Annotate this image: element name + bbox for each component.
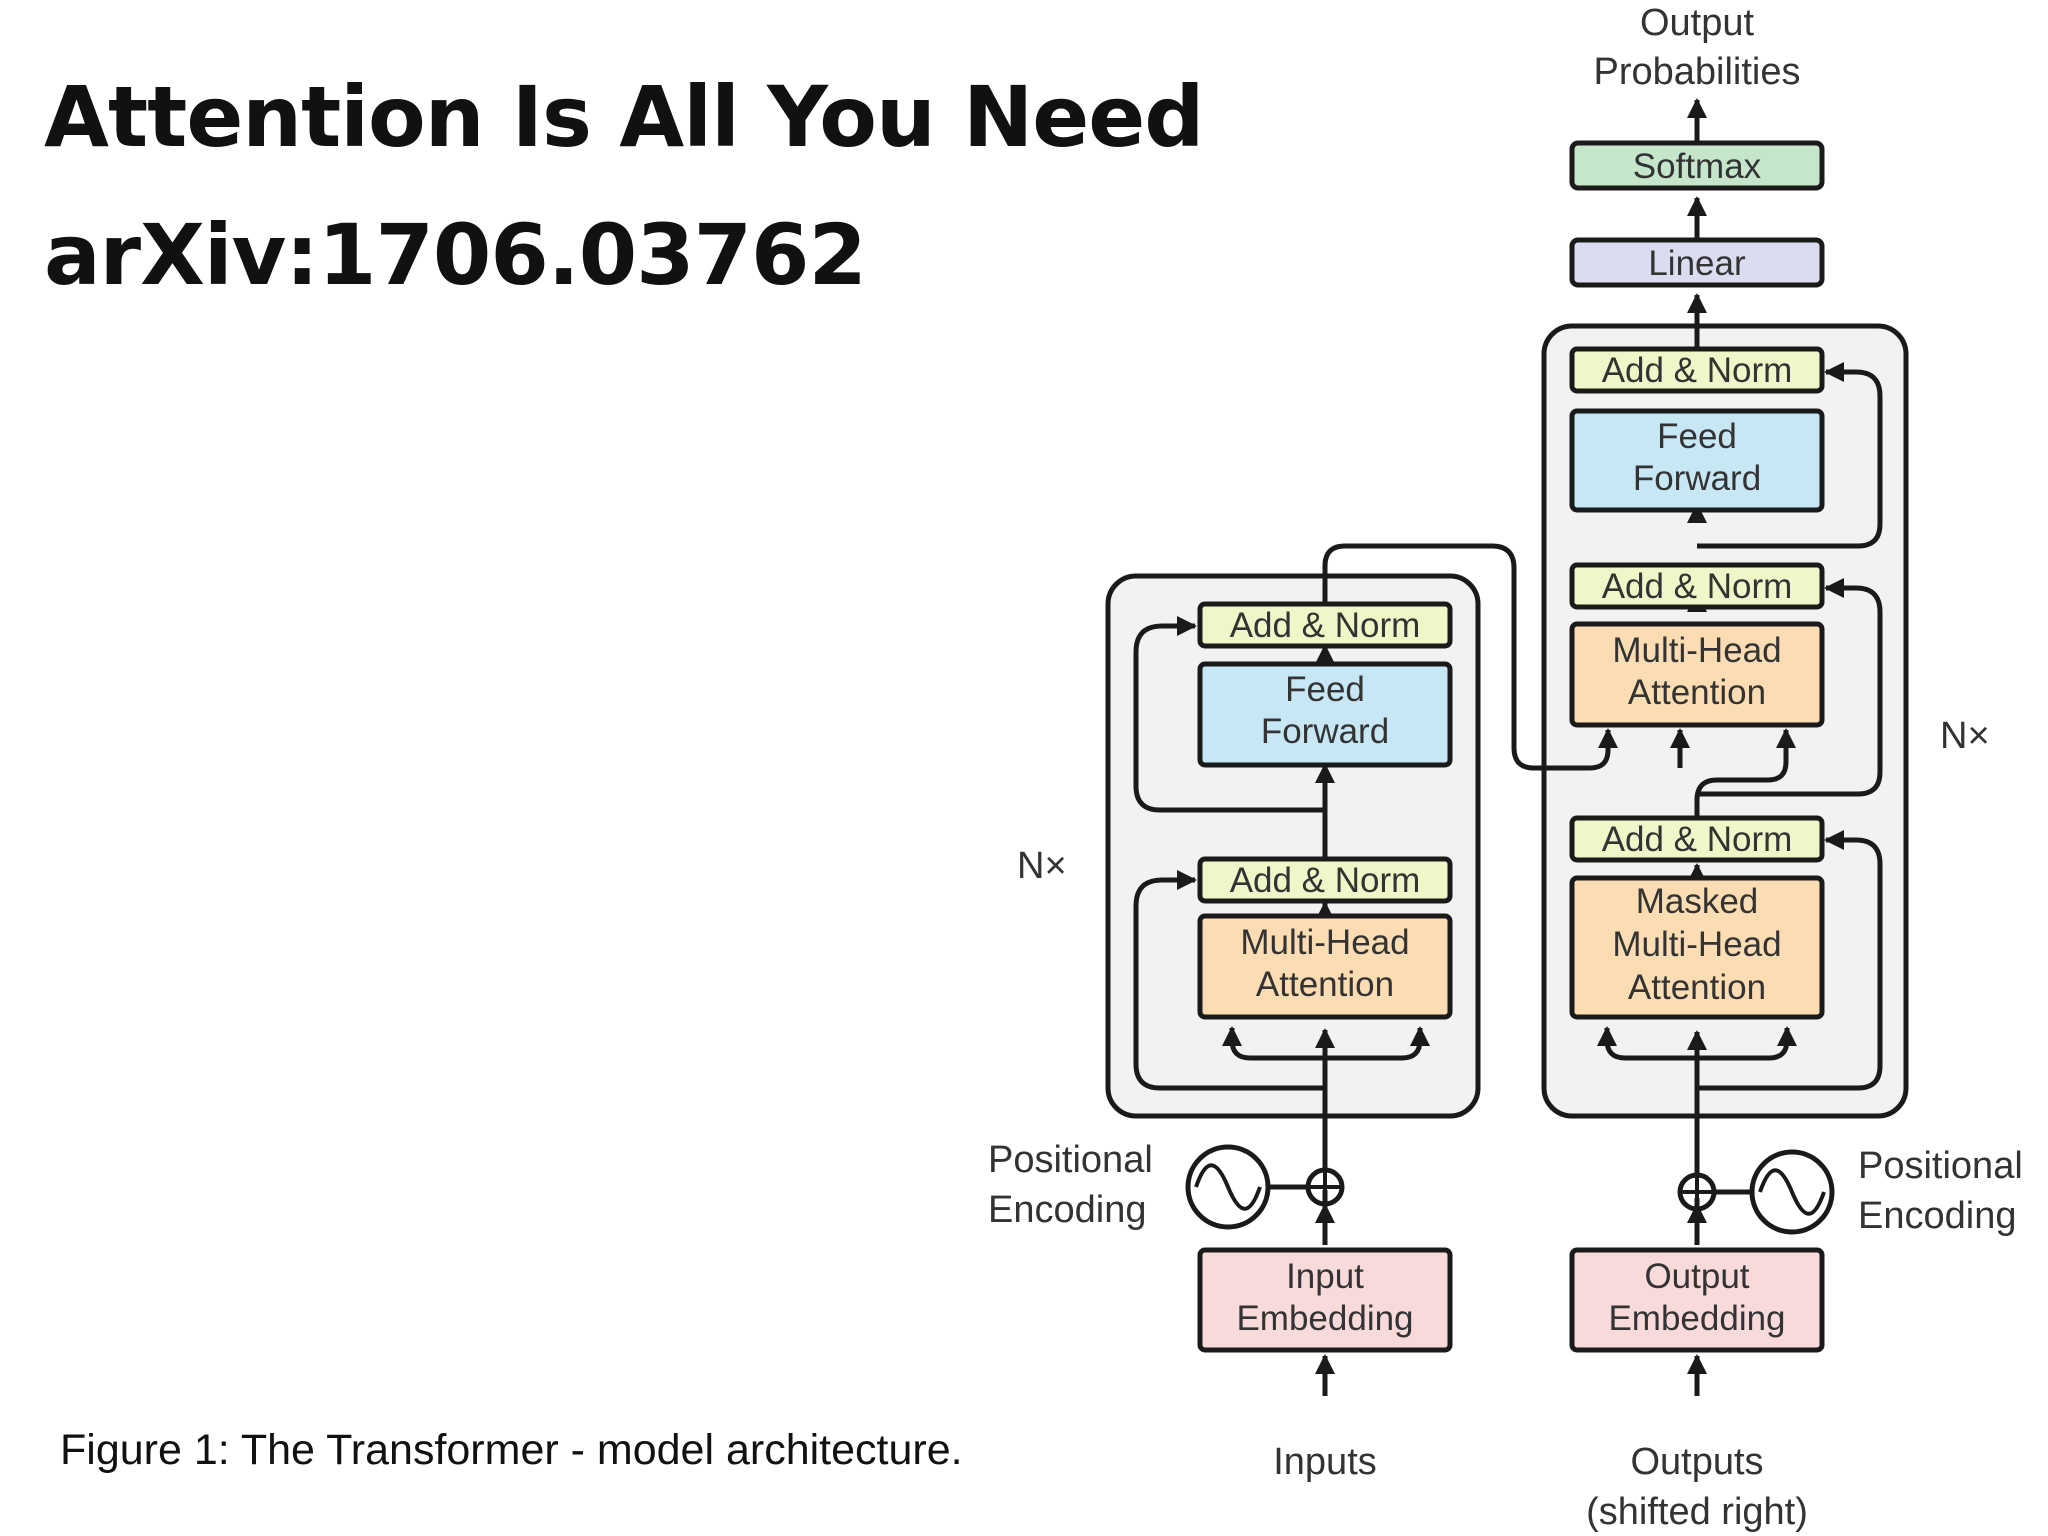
decoder-positional-label-1: Positional: [1858, 1145, 2023, 1187]
input-embedding-label-1: Input: [1286, 1257, 1364, 1296]
decoder-feed-forward-label-2: Forward: [1633, 459, 1761, 498]
decoder-add-norm-bottom: [1569, 815, 1825, 863]
encoder-add-norm-top: [1197, 601, 1453, 649]
decoder-multi-head-label-2: Attention: [1628, 673, 1766, 712]
page-title: Attention Is All You Need: [44, 68, 1204, 166]
encoder-feed-forward-label-1: Feed: [1285, 670, 1365, 709]
decoder-multi-head-attention: [1569, 621, 1825, 728]
encoder-feed-forward-label-2: Forward: [1261, 712, 1389, 751]
inputs-label: Inputs: [1273, 1441, 1377, 1483]
softmax-layer: [1569, 140, 1825, 191]
decoder-masked-multi-head-attention: [1569, 875, 1825, 1020]
outputs-label-1: Outputs: [1630, 1441, 1763, 1483]
decoder-sine-wave-icon: [1749, 1149, 1835, 1235]
decoder-masked-label-3: Attention: [1628, 968, 1766, 1007]
encoder-repeat-label: N×: [1017, 845, 1067, 887]
encoder-add-norm-top-label: Add & Norm: [1230, 606, 1421, 645]
encoder-positional-label-2: Encoding: [988, 1189, 1146, 1231]
linear-label: Linear: [1648, 244, 1746, 283]
output-embedding-label-2: Embedding: [1608, 1299, 1785, 1338]
output-embedding-label-1: Output: [1644, 1257, 1749, 1296]
encoder-multi-head-label-2: Attention: [1256, 965, 1394, 1004]
decoder-add-norm-top-label: Add & Norm: [1602, 351, 1793, 390]
encoder-add-norm-bottom-label: Add & Norm: [1230, 861, 1421, 900]
decoder-positional-label-2: Encoding: [1858, 1195, 2016, 1237]
decoder-add-norm-top: [1569, 346, 1825, 394]
input-embedding: [1197, 1247, 1453, 1353]
encoder-add-norm-bottom: [1197, 856, 1453, 904]
decoder-feed-forward: [1569, 408, 1825, 513]
linear-layer: [1569, 237, 1825, 288]
softmax-label: Softmax: [1633, 147, 1762, 186]
encoder-sine-wave-icon: [1185, 1144, 1271, 1230]
encoder-multi-head-attention: [1197, 913, 1453, 1020]
decoder-multi-head-label-1: Multi-Head: [1612, 631, 1781, 670]
input-embedding-label-2: Embedding: [1236, 1299, 1413, 1338]
output-probabilities-label-1: Output: [1640, 2, 1755, 44]
decoder-add-norm-mid-label: Add & Norm: [1602, 567, 1793, 606]
output-probabilities-label-2: Probabilities: [1594, 51, 1801, 93]
decoder-feed-forward-label-1: Feed: [1657, 417, 1737, 456]
decoder-repeat-label: N×: [1940, 715, 1990, 757]
decoder-masked-label-2: Multi-Head: [1612, 925, 1781, 964]
arxiv-id: arXiv:1706.03762: [44, 206, 867, 304]
figure-caption: Figure 1: The Transformer - model archit…: [60, 1426, 963, 1474]
encoder-positional-label-1: Positional: [988, 1139, 1153, 1181]
output-embedding: [1569, 1247, 1825, 1353]
decoder-add-norm-mid: [1569, 562, 1825, 610]
outputs-label-2: (shifted right): [1586, 1491, 1808, 1533]
encoder-feed-forward: [1197, 661, 1453, 768]
encoder-multi-head-label-1: Multi-Head: [1240, 923, 1409, 962]
decoder-add-norm-bottom-label: Add & Norm: [1602, 820, 1793, 859]
connector-lines: [1133, 98, 1883, 1396]
decoder-masked-label-1: Masked: [1636, 882, 1759, 921]
